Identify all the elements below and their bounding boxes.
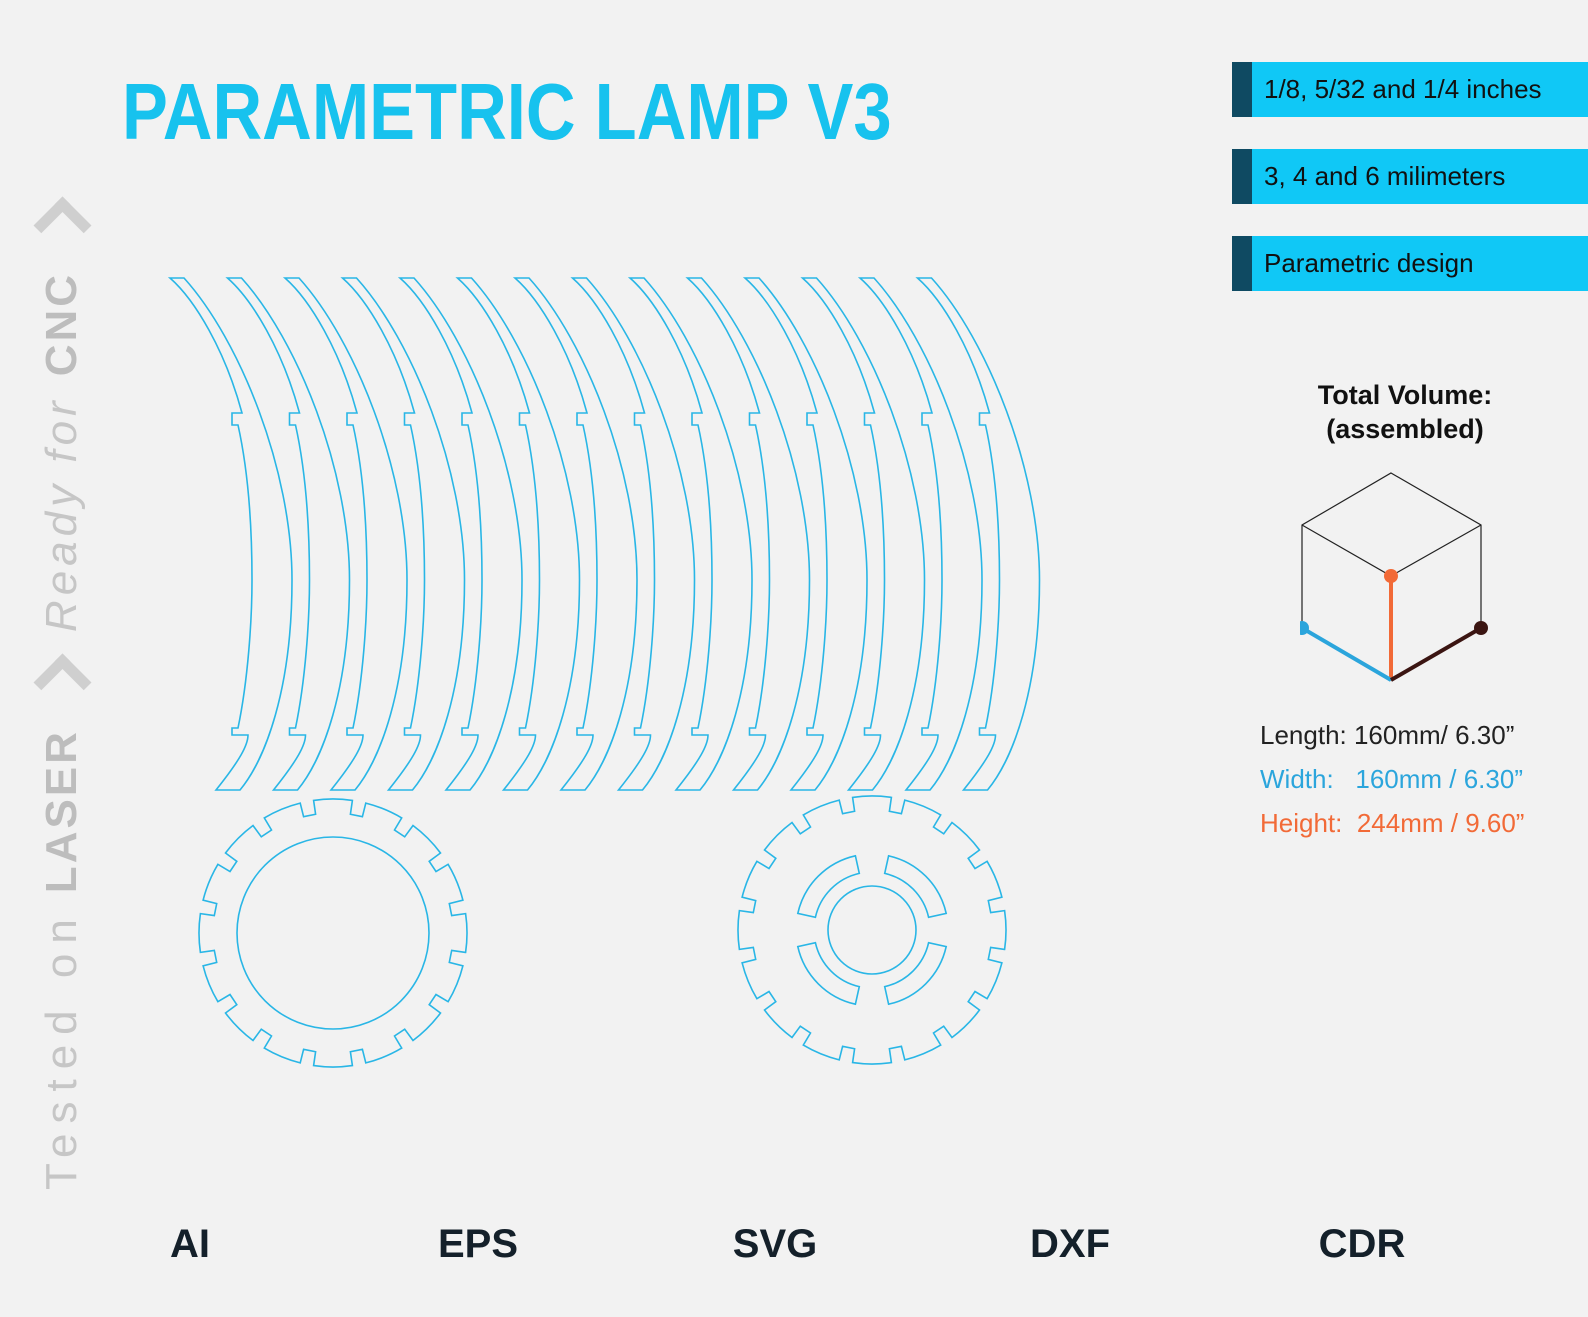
format-cdr: CDR	[1318, 1222, 1406, 1266]
lamp-rib-part	[167, 277, 293, 791]
lamp-rib-part	[742, 277, 868, 791]
volume-title: Total Volume: (assembled)	[1290, 378, 1520, 446]
tag-label: Parametric design	[1264, 248, 1474, 278]
vent-slot	[796, 941, 861, 1006]
lamp-rib-part	[915, 277, 1041, 791]
format-dxf: DXF	[1030, 1222, 1110, 1266]
lamp-rib-part	[857, 277, 983, 791]
format-eps: EPS	[437, 1222, 519, 1266]
base-ring-part	[198, 798, 468, 1068]
dimension-width: Width: 160mm / 6.30”	[1260, 764, 1523, 794]
vent-slot	[883, 941, 948, 1006]
vent-slot	[883, 854, 948, 919]
lamp-rib-part	[397, 277, 523, 791]
tag-parametric: Parametric design	[1232, 236, 1588, 291]
lamp-rib-part	[627, 277, 753, 791]
base-ring-inner-cutout	[236, 836, 430, 1030]
dimension-length: Length: 160mm/ 6.30”	[1260, 720, 1515, 750]
volume-cube-icon	[1300, 472, 1488, 682]
tag-label: 1/8, 5/32 and 1/4 inches	[1264, 74, 1542, 104]
lamp-rib-part	[282, 277, 408, 791]
lamp-rib-part	[800, 277, 926, 791]
lamp-rib-part	[225, 277, 351, 791]
vent-slot	[796, 854, 861, 919]
page-title: PARAMETRIC LAMP V3	[122, 67, 892, 156]
lamp-rib-part	[340, 277, 466, 791]
lamp-rib-part	[512, 277, 638, 791]
tag-thickness-mm: 3, 4 and 6 milimeters	[1232, 149, 1588, 204]
tag-label: 3, 4 and 6 milimeters	[1264, 161, 1506, 191]
lamp-rib-part	[685, 277, 811, 791]
format-svg: SVG	[732, 1222, 818, 1266]
top-ring-part	[737, 795, 1007, 1065]
volume-title-line2: (assembled)	[1326, 414, 1484, 444]
dimension-height: Height: 244mm / 9.60”	[1260, 808, 1525, 838]
format-ai: AI	[170, 1222, 210, 1266]
lamp-rib-part	[570, 277, 696, 791]
socket-hole	[827, 885, 917, 975]
cut-parts-drawing	[167, 277, 1041, 1068]
volume-title-line1: Total Volume:	[1317, 380, 1493, 410]
lamp-rib-part	[455, 277, 581, 791]
tag-thickness-inches: 1/8, 5/32 and 1/4 inches	[1232, 62, 1588, 117]
